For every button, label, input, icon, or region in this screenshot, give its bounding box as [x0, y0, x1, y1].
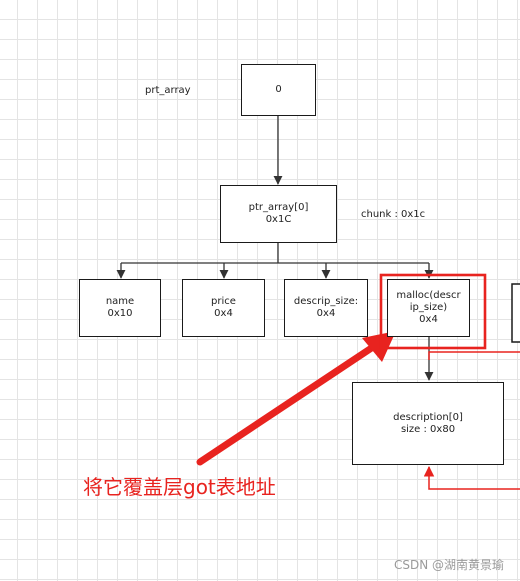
malloc-node-size: 0x4 [419, 314, 438, 325]
price-node-size: 0x4 [214, 308, 233, 319]
malloc-node-line2: ip_size) [409, 302, 448, 313]
descrip-size-node: descrip_size: 0x4 [284, 279, 368, 337]
price-node: price 0x4 [182, 279, 265, 337]
name-node-title: name [105, 296, 135, 307]
descrip-size-node-title: descrip_size: [293, 296, 359, 307]
prt-array-label: prt_array [145, 85, 191, 96]
red-connector-top [428, 351, 520, 360]
name-node-size: 0x10 [107, 308, 133, 319]
csdn-watermark: CSDN @湖南黄景瑜 [393, 558, 504, 572]
description-node: description[0] size : 0x80 [352, 382, 504, 465]
ptr-array-node-size: 0x1C [265, 214, 292, 225]
ptr-array-node-title: ptr_array[0] [248, 202, 309, 213]
annotation-arrow-head [362, 331, 396, 362]
price-node-title: price [211, 296, 236, 307]
overwrite-got-annotation: 将它覆盖层got表地址 [83, 475, 276, 499]
malloc-node-line1: malloc(descr [396, 290, 461, 301]
name-node: name 0x10 [79, 279, 161, 337]
highlight-rect [379, 273, 487, 350]
annotation-arrow-shaft [196, 341, 380, 466]
root-node: 0 [241, 64, 316, 116]
description-node-size: size : 0x80 [400, 423, 456, 435]
ptr-array-node: ptr_array[0] 0x1C [220, 185, 337, 243]
malloc-node: malloc(descr ip_size) 0x4 [387, 279, 470, 337]
description-node-title: description[0] [393, 411, 463, 423]
descrip-size-node-size: 0x4 [316, 308, 336, 319]
root-node-value: 0 [275, 84, 282, 95]
chunk-size-label: chunk : 0x1c [361, 209, 426, 220]
offscreen-node-partial [511, 283, 520, 343]
red-connector-bottom [423, 465, 520, 490]
